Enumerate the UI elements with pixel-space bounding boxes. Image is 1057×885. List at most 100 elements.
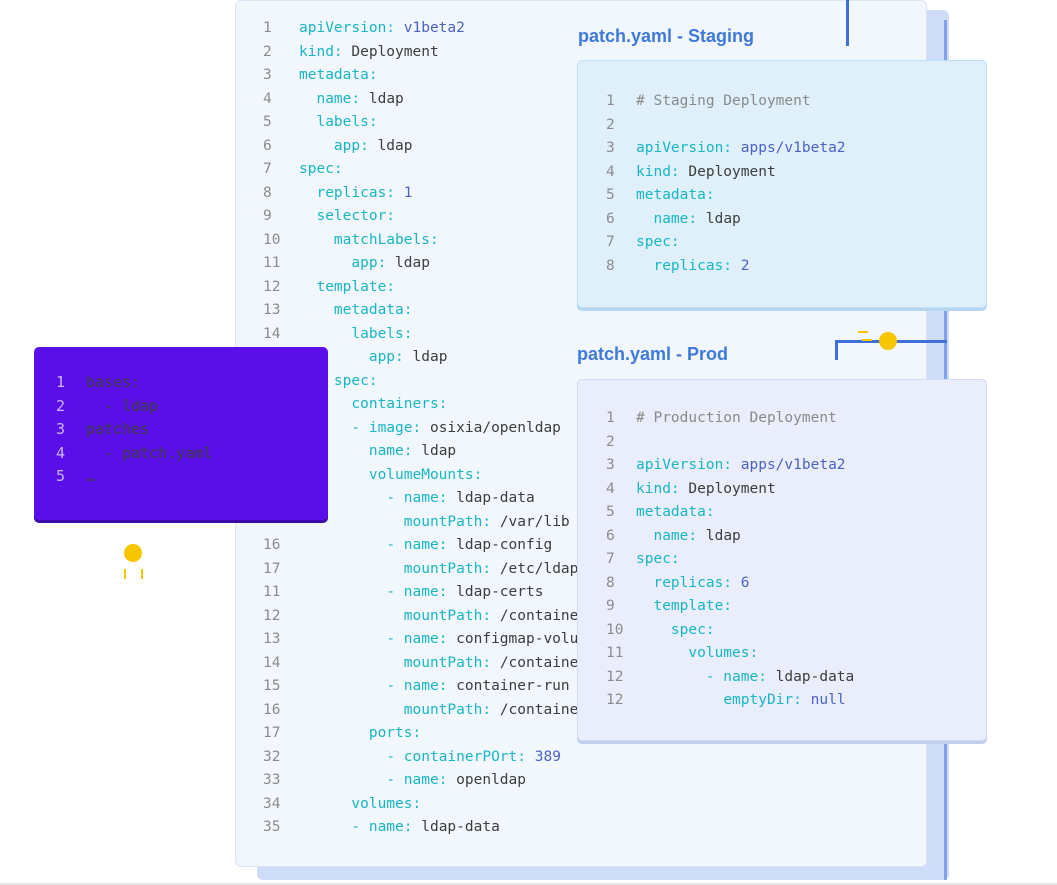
yaml-number-value: 1	[403, 184, 413, 201]
line-number: 33	[263, 772, 281, 788]
bottom-divider	[0, 883, 1057, 885]
line-number: 1	[606, 410, 615, 426]
line-number: 10	[263, 231, 281, 248]
yaml-key: volumes:	[351, 795, 422, 812]
line-number: 6	[606, 527, 615, 544]
connector-dot-kustomization	[124, 544, 142, 562]
line-number: 6	[606, 210, 615, 227]
line-number: 4	[56, 443, 66, 462]
yaml-value: /etc/ldap	[499, 560, 579, 577]
yaml-value: ldap-data	[775, 668, 855, 685]
yaml-number-value: 6	[740, 574, 750, 591]
line-number: 7	[606, 234, 615, 250]
code-line: spec:	[263, 370, 378, 394]
connector-dot-prod	[879, 332, 897, 350]
yaml-value: ldap	[377, 137, 413, 154]
code-line: 14 labels:	[263, 323, 413, 347]
line-number: 5	[56, 467, 66, 485]
yaml-key: - name:	[705, 668, 767, 685]
yaml-value: ldap	[705, 527, 741, 544]
line-number: 17	[263, 560, 281, 577]
yaml-key: - name:	[386, 678, 448, 694]
yaml-value: ldap-certs	[456, 584, 544, 600]
code-line: 6 name: ldap	[606, 525, 741, 549]
line-number: 16	[263, 537, 281, 553]
code-line: 8 replicas: 2	[606, 255, 750, 279]
yaml-number-value: apps/v1beta2	[740, 457, 846, 473]
yaml-value: /container	[499, 701, 580, 718]
yaml-key: labels:	[351, 325, 413, 342]
code-line: 12 - name: ldap-data	[606, 666, 854, 690]
code-line: 15 - name: container-run	[263, 675, 570, 699]
code-line: 16 mountPath: /container	[263, 699, 580, 723]
line-number: 17	[263, 725, 281, 741]
line-number: 8	[263, 184, 272, 201]
yaml-value: ldap	[368, 90, 404, 107]
yaml-key: spec:	[299, 161, 343, 177]
yaml-key: metadata:	[333, 302, 413, 318]
line-number: 7	[606, 551, 615, 567]
line-number: 14	[263, 654, 281, 671]
line-number: 7	[263, 161, 272, 177]
yaml-key: apiVersion:	[636, 457, 733, 473]
code-text: - ldap	[86, 396, 159, 415]
yaml-value: ldap	[421, 443, 457, 459]
line-number: 1	[263, 20, 272, 36]
code-line: 7 spec:	[606, 548, 680, 572]
line-number: 3	[56, 420, 66, 438]
yaml-key: kind:	[299, 43, 343, 60]
line-number: 15	[263, 678, 281, 694]
connector-dash	[141, 569, 143, 579]
code-line: 2	[606, 114, 636, 138]
yaml-key: template:	[316, 278, 396, 295]
yaml-key: spec:	[670, 621, 715, 638]
connector-line-prod-v	[835, 340, 838, 360]
yaml-key: - name:	[386, 584, 448, 600]
yaml-value: Deployment	[688, 480, 776, 497]
code-line: 8 replicas: 6	[606, 572, 750, 596]
code-line: 2 - ldap	[56, 395, 158, 419]
line-number: 32	[263, 748, 281, 765]
yaml-key: mountPath:	[403, 560, 492, 577]
code-line: 9 selector:	[263, 205, 395, 229]
yaml-key: emptyDir:	[723, 692, 802, 708]
code-line: containers:	[263, 393, 447, 417]
yaml-key: spec:	[636, 551, 680, 567]
line-number: 4	[606, 480, 615, 497]
connector-dash	[124, 569, 126, 579]
yaml-key: volumeMounts:	[368, 466, 483, 483]
yaml-key: mountPath:	[403, 654, 492, 671]
yaml-key: replicas:	[316, 184, 396, 201]
code-line: - image: osixia/openldap	[263, 417, 561, 441]
line-number: 2	[606, 433, 615, 450]
line-number: 1	[606, 93, 615, 109]
code-line: 10 matchLabels:	[263, 229, 439, 253]
code-text: patches	[86, 420, 150, 438]
line-number: 4	[606, 163, 615, 180]
line-number: 10	[606, 621, 624, 638]
yaml-key: kind:	[636, 480, 680, 497]
code-line: 13 - name: configmap-volume	[263, 628, 580, 652]
line-number: 6	[263, 137, 272, 154]
yaml-key: name:	[653, 210, 698, 227]
code-line: 4 kind: Deployment	[606, 478, 776, 502]
yaml-value: openldap	[456, 772, 526, 788]
code-line: 8 replicas: 1	[263, 182, 413, 206]
yaml-key: apiVersion:	[636, 140, 733, 156]
code-line: 4 name: ldap	[263, 88, 404, 112]
line-number: 3	[606, 140, 615, 156]
yaml-value: ldap-data	[421, 819, 500, 835]
line-number: 13	[263, 302, 281, 318]
line-number: 16	[263, 701, 281, 718]
yaml-value: osixia/openldap	[429, 419, 561, 436]
yaml-value: configmap-volume	[456, 631, 580, 647]
line-number: 5	[263, 114, 272, 130]
yaml-value: ldap	[412, 349, 448, 365]
yaml-key: app:	[333, 137, 369, 154]
yaml-value: ldap-data	[456, 490, 535, 506]
code-line: 4 - patch.yaml	[56, 442, 212, 466]
